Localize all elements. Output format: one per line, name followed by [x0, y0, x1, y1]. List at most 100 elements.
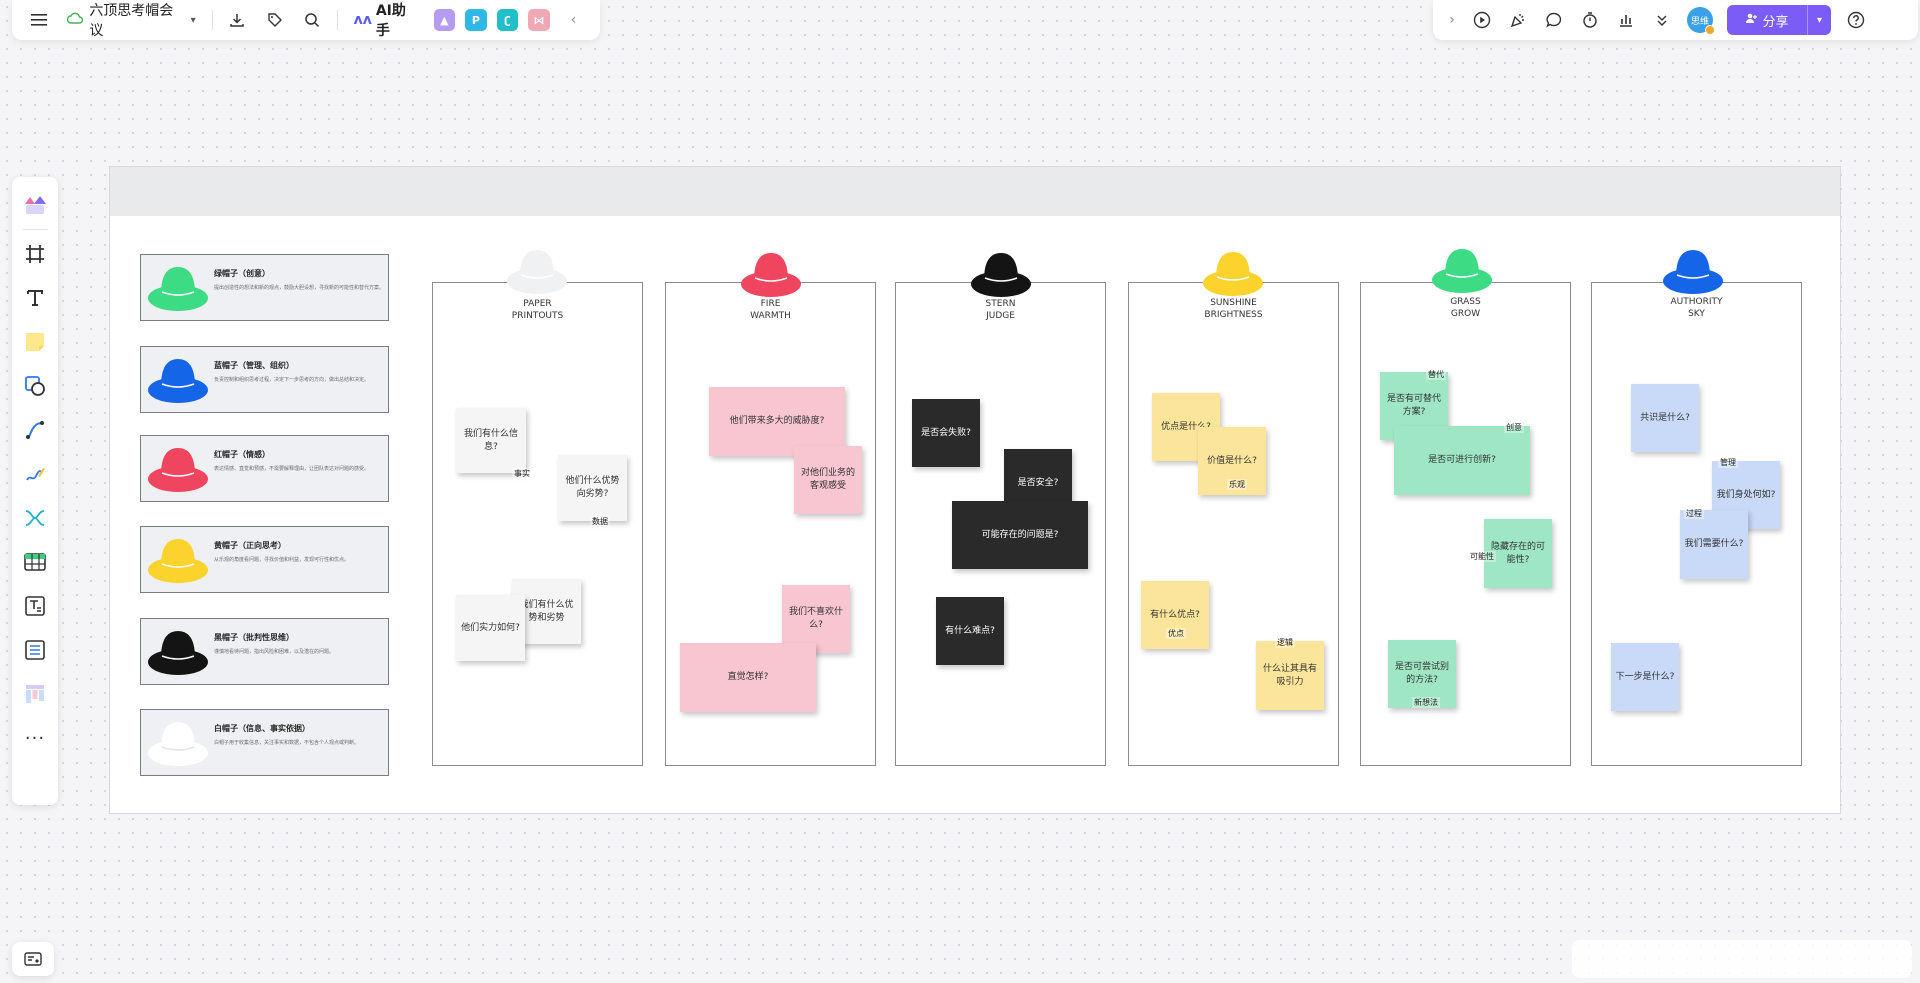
tag-icon[interactable]	[258, 4, 291, 36]
column-title-line1: PAPER	[523, 299, 552, 309]
legend-card-green[interactable]: 绿帽子（创意） 提出创造性的想法和新的观点，鼓励大胆设想，寻找新的可能性和替代方…	[140, 254, 389, 321]
column-white[interactable]	[432, 282, 643, 766]
text-tool-icon[interactable]	[17, 276, 53, 320]
avatar[interactable]: 思维	[1687, 7, 1715, 35]
sticky-note[interactable]: 他们什么优势向劣势?	[558, 455, 627, 521]
hamburger-icon[interactable]	[22, 4, 55, 36]
document-title-text: 六顶思考帽会议	[89, 3, 174, 39]
help-icon[interactable]	[1839, 4, 1873, 36]
ai-assistant-label: AI助手	[375, 3, 406, 39]
note-tag: 新想法	[1412, 697, 1440, 708]
sticky-note[interactable]: 可能存在的问题是?	[952, 501, 1088, 569]
mindmap-tool-icon[interactable]	[17, 496, 53, 540]
expand-right-icon[interactable]: ›	[1449, 12, 1455, 28]
sticky-note[interactable]: 他们实力如何?	[456, 595, 525, 661]
column-title-line1: STERN	[985, 299, 1016, 309]
ppt-icon[interactable]: P	[465, 9, 487, 31]
column-title-line1: AUTHORITY	[1670, 297, 1723, 307]
legend-title: 红帽子（情感）	[214, 450, 270, 459]
search-icon[interactable]	[295, 4, 328, 36]
legend-title: 白帽子（信息、事实依据）	[214, 724, 310, 733]
list-tool-icon[interactable]	[17, 628, 53, 672]
white-hat-icon	[507, 250, 567, 294]
legend-card-white[interactable]: 白帽子（信息、事实依据） 白帽子用于收集信息，关注事实和数据，不包含个人观点或判…	[140, 709, 389, 776]
share-main[interactable]: 分享	[1727, 11, 1807, 30]
sticky-note[interactable]: 我们需要什么?	[1680, 510, 1748, 579]
legend-desc: 表达情感、直觉和预感，不需要解释理由，让团队表达对问题的感受。	[214, 466, 370, 472]
legend-title: 蓝帽子（管理、组织）	[214, 361, 294, 370]
play-icon[interactable]	[1465, 4, 1499, 36]
minimap-icon[interactable]	[12, 942, 54, 976]
template-library-icon[interactable]	[17, 183, 53, 227]
share-button[interactable]: 分享 ▾	[1727, 5, 1831, 35]
zoom-controls[interactable]	[1572, 940, 1912, 978]
more-tools-icon[interactable]: ···	[24, 727, 46, 749]
legend-card-yellow[interactable]: 黄帽子（正向思考） 从乐观的角度看问题，寻找价值和利益，发现可行性和优点。	[140, 526, 389, 593]
legend-desc: 提出创造性的想法和新的观点，鼓励大胆设想，寻找新的可能性和替代方案。	[214, 285, 385, 291]
more-down-icon[interactable]	[1645, 4, 1679, 36]
sticky-note[interactable]: 有什么优点?	[1141, 581, 1209, 649]
share-dropdown-icon[interactable]: ▾	[1807, 5, 1831, 35]
column-title-line2: GROW	[1450, 309, 1481, 319]
sticky-note[interactable]: 是否可进行创新?	[1394, 426, 1530, 495]
legend-card-blue[interactable]: 蓝帽子（管理、组织） 负责控制和组织思考过程，决定下一步思考的方向，做出总结和决…	[140, 346, 389, 413]
pen-tool-icon[interactable]	[17, 452, 53, 496]
comment-icon[interactable]	[1537, 4, 1571, 36]
legend-desc: 白帽子用于收集信息，关注事实和数据，不包含个人观点或判断。	[214, 740, 360, 746]
ai-logo-icon: ʌʌ	[353, 12, 372, 28]
avatar-text: 思维	[1690, 16, 1709, 27]
yellow-hat-icon	[1203, 252, 1263, 296]
sticky-note[interactable]: 他们带来多大的威胁度?	[709, 387, 845, 456]
top-right-toolbar: › 思维 分享 ▾	[1433, 0, 1918, 40]
kanban-tool-icon[interactable]	[17, 672, 53, 716]
shape-tool-icon[interactable]	[17, 364, 53, 408]
red-hat-icon	[148, 448, 208, 492]
text-doc-tool-icon[interactable]	[17, 584, 53, 628]
connector-tool-icon[interactable]	[17, 408, 53, 452]
frame-tool-icon[interactable]	[17, 232, 53, 276]
divider	[211, 10, 213, 30]
legend-desc: 负责控制和组织思考过程，决定下一步思考的方向，做出总结和决定。	[214, 377, 370, 383]
legend-card-black[interactable]: 黑帽子（批判性思维） 谨慎地看待问题，指出风险和困难，以及潜在的问题。	[140, 618, 389, 685]
document-title[interactable]: 六顶思考帽会议 ▾	[59, 3, 203, 39]
column-title-line2: BRIGHTNESS	[1204, 310, 1263, 320]
top-left-toolbar: 六顶思考帽会议 ▾ ʌʌ AI助手 ▲ P ʗ ⋈ ‹	[12, 0, 600, 40]
collapse-left-icon[interactable]: ‹	[570, 12, 577, 28]
legend-card-red[interactable]: 红帽子（情感） 表达情感、直觉和预感，不需要解释理由，让团队表达对问题的感受。	[140, 435, 389, 502]
divider	[336, 10, 338, 30]
blue-hat-icon	[1663, 250, 1723, 294]
sticky-note[interactable]: 隐藏存在的可能性?	[1484, 519, 1552, 588]
image-gen-icon[interactable]: ▲	[433, 9, 456, 31]
sticky-note-icon[interactable]	[17, 320, 53, 364]
sticky-note[interactable]: 是否可尝试别的方法?	[1388, 640, 1456, 708]
sticky-note[interactable]: 我们不喜欢什么?	[782, 585, 850, 653]
celebrate-icon[interactable]	[1501, 4, 1535, 36]
sticky-note[interactable]: 有什么难点?	[936, 597, 1004, 665]
add-user-icon	[1745, 12, 1758, 28]
sticky-note[interactable]: 是否会失败?	[912, 399, 980, 467]
sticky-note[interactable]: 什么让其具有吸引力	[1256, 641, 1324, 710]
legend-desc: 从乐观的角度看问题，寻找价值和利益，发现可行性和优点。	[214, 557, 350, 563]
note-tag: 可能性	[1468, 551, 1496, 562]
download-icon[interactable]	[221, 4, 254, 36]
black-hat-icon	[971, 253, 1031, 297]
column-title-line1: FIRE	[760, 299, 781, 309]
table-tool-icon[interactable]	[17, 540, 53, 584]
legend-title: 黑帽子（批判性思维）	[214, 633, 294, 642]
ai-assistant-button[interactable]: ʌʌ AI助手	[346, 3, 427, 39]
sticky-note[interactable]: 我们有什么信息?	[456, 408, 526, 473]
mindmap-icon[interactable]: ʗ	[496, 9, 519, 31]
chevron-down-icon: ▾	[190, 14, 196, 26]
vote-chart-icon[interactable]	[1609, 4, 1643, 36]
sticky-note[interactable]: 对他们业务的客观感受	[794, 446, 862, 514]
column-title-line2: SKY	[1688, 309, 1705, 319]
sticky-note[interactable]: 直觉怎样?	[680, 643, 816, 712]
note-tag: 乐观	[1227, 479, 1247, 490]
timer-icon[interactable]	[1573, 4, 1607, 36]
sticky-note[interactable]: 下一步是什么?	[1611, 643, 1679, 711]
note-tag: 事实	[512, 468, 532, 479]
flowchart-icon[interactable]: ⋈	[528, 9, 550, 31]
white-hat-icon	[148, 722, 208, 766]
sticky-note[interactable]: 价值是什么?	[1198, 427, 1266, 495]
sticky-note[interactable]: 共识是什么?	[1631, 384, 1699, 452]
